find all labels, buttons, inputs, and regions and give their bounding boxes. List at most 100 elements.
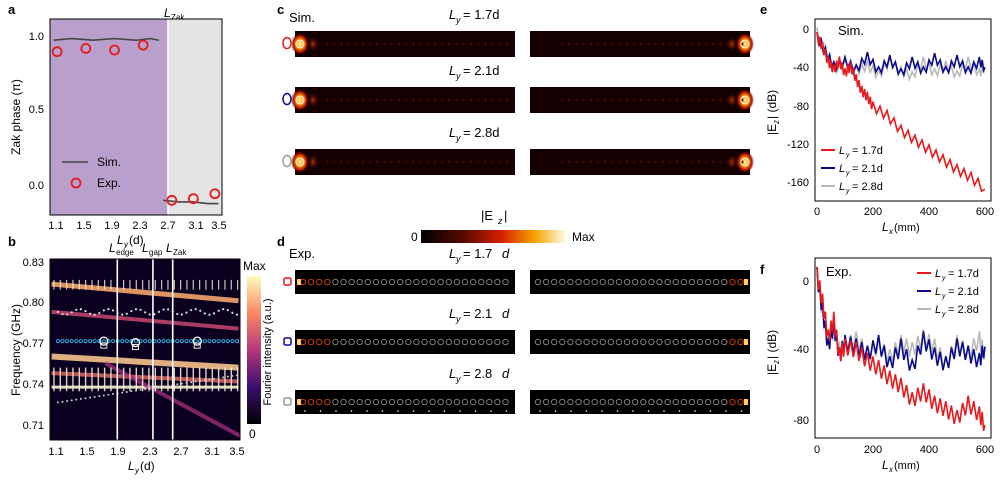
cell-dot: [375, 98, 379, 102]
cell-dot: [354, 42, 358, 46]
field-strip: [295, 390, 515, 414]
legend-sim-label: Sim.: [97, 155, 121, 169]
xlabel-sub: x: [888, 227, 894, 236]
sim-dot: [110, 339, 116, 344]
sim-dot: [162, 308, 165, 311]
exp-site: [721, 278, 728, 286]
legend-label-sub: y: [845, 170, 850, 177]
cbar-max-label: Max: [243, 259, 266, 273]
sim-dot: [190, 381, 193, 384]
exp-site: [591, 278, 598, 286]
sim-dot: [120, 339, 125, 344]
sim-dot: [69, 339, 74, 344]
exp-site: [332, 278, 339, 286]
cell-dot: [618, 98, 622, 102]
sim-dot: [83, 339, 88, 344]
exp-site: [307, 398, 315, 406]
exp-site: [607, 338, 615, 346]
sim-dot: [176, 312, 179, 316]
cell-dot: [668, 98, 672, 102]
exp-site: [607, 278, 615, 286]
sim-line: [163, 199, 219, 205]
sim-dot: [235, 313, 239, 316]
panel-label-a: a: [8, 2, 16, 17]
sim-dot: [199, 379, 202, 382]
exp-site: [502, 278, 509, 286]
xlabel-unit: (d): [140, 459, 155, 473]
sim-dot: [87, 339, 93, 344]
legend-label-sub: y: [845, 152, 850, 159]
exp-site: [575, 338, 582, 346]
cell-dot: [726, 98, 730, 102]
secondary-spot: [307, 154, 319, 170]
cell-dot: [426, 160, 430, 164]
cell-dot: [718, 42, 722, 46]
exp-site: [721, 398, 728, 406]
row-title-sub: y: [455, 133, 461, 143]
site-index-dot: [397, 410, 399, 412]
band-line: [51, 309, 239, 331]
panel-e-label: Sim.: [838, 23, 864, 38]
panel-label-c: c: [277, 2, 284, 17]
cell-dot: [625, 160, 629, 164]
cell-dot: [462, 42, 466, 46]
site-index-dot: [725, 410, 727, 412]
exp-site: [453, 338, 461, 346]
exp-site: [721, 338, 728, 346]
xtick-label: 400: [920, 206, 938, 218]
ytick-label: 0.71: [23, 420, 44, 432]
sim-dot: [231, 374, 234, 377]
exp-site: [551, 398, 558, 406]
exp-site: [583, 278, 590, 286]
sim-dot: [93, 313, 96, 316]
exp-site: [729, 278, 736, 286]
sim-dot: [102, 394, 105, 397]
panel-d-label: Exp.: [289, 246, 315, 261]
legend-exp-label: Exp.: [97, 176, 121, 190]
exp-site: [413, 338, 420, 346]
site-index-dot: [616, 410, 619, 412]
cell-dot: [639, 160, 643, 164]
sim-dot: [97, 339, 102, 344]
cell-dot: [368, 42, 372, 46]
exp-site: [348, 338, 355, 346]
site-index-dot: [335, 410, 337, 412]
edge-hotspot: [291, 89, 309, 111]
sim-dot: [184, 339, 189, 344]
cell-dot: [646, 160, 650, 164]
cell-dot: [639, 98, 643, 102]
exp-site: [640, 398, 647, 406]
cell-dot: [718, 160, 722, 164]
exp-site: [551, 278, 558, 286]
cell-dot: [610, 160, 614, 164]
sim-dot: [78, 339, 83, 344]
cell-dot: [610, 98, 614, 102]
sim-dot: [212, 312, 216, 315]
cell-dot: [419, 98, 423, 102]
sim-dot: [203, 379, 206, 382]
exp-site: [307, 278, 315, 286]
exp-site: [696, 338, 704, 346]
sim-dot: [65, 339, 70, 344]
edge-signal: [744, 399, 748, 405]
exp-site: [405, 278, 412, 286]
cell-dot: [411, 160, 415, 164]
sim-dot: [235, 374, 238, 377]
sim-dot: [75, 308, 78, 311]
cell-dot: [632, 42, 636, 46]
cell-dot: [582, 98, 586, 102]
exp-site: [397, 338, 404, 346]
exp-site: [575, 398, 582, 406]
row-title-d: d: [502, 246, 510, 261]
exp-site: [664, 398, 671, 406]
panel-a-legend: Sim. Exp.: [62, 155, 121, 190]
xtick-label: 3.1: [188, 220, 203, 232]
site-index-dot: [663, 410, 665, 412]
sim-dot: [153, 313, 156, 316]
site-index-dot: [585, 410, 588, 412]
exp-site: [461, 278, 469, 286]
cell-dot: [589, 160, 593, 164]
sim-dot: [180, 382, 183, 385]
